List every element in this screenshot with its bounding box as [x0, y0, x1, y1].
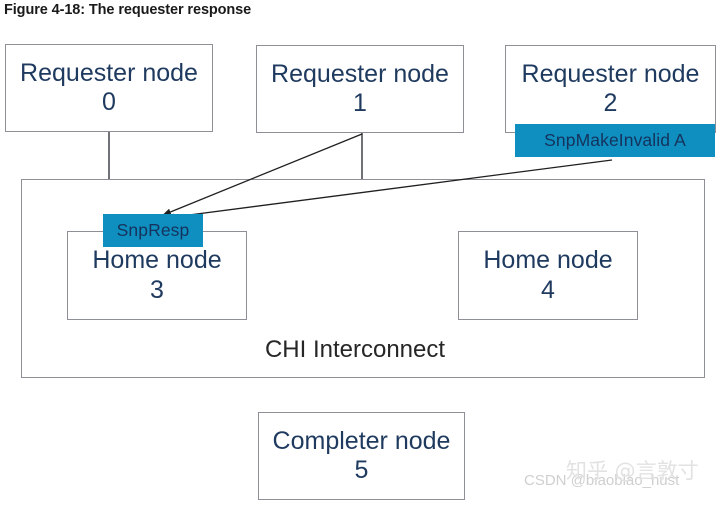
- connector-requester1-to-interconnect: [361, 133, 363, 180]
- node-label: Requester node: [271, 59, 449, 88]
- message-badge-label: SnpMakeInvalid A: [544, 130, 686, 150]
- message-badge-label: SnpResp: [116, 220, 190, 240]
- node-number: 3: [150, 275, 164, 304]
- node-label: Completer node: [272, 426, 451, 455]
- watermark-csdn: CSDN @biaobiao_hust: [524, 472, 680, 489]
- node-number: 4: [541, 275, 555, 304]
- node-label: Requester node: [20, 58, 198, 87]
- node-home-4[interactable]: Home node 4: [458, 231, 638, 320]
- node-requester-1[interactable]: Requester node 1: [256, 45, 464, 133]
- figure-caption: Figure 4-18: The requester response: [4, 2, 252, 18]
- node-number: 5: [354, 456, 369, 484]
- node-requester-2[interactable]: Requester node 2: [505, 45, 716, 133]
- node-number: 2: [603, 89, 618, 117]
- connector-requester0-to-interconnect: [108, 132, 110, 180]
- node-label: Home node: [92, 246, 222, 274]
- message-badge-snpmakeinvalid-a[interactable]: SnpMakeInvalid A: [515, 124, 715, 157]
- message-badge-snpresp[interactable]: SnpResp: [103, 214, 203, 247]
- node-requester-0[interactable]: Requester node 0: [5, 44, 213, 132]
- node-label: Home node: [483, 246, 613, 274]
- chi-interconnect-label: CHI Interconnect: [264, 336, 446, 363]
- node-label: Requester node: [521, 59, 700, 88]
- node-number: 0: [102, 88, 116, 116]
- node-number: 1: [353, 89, 367, 117]
- node-completer-5[interactable]: Completer node 5: [258, 412, 465, 500]
- watermark-zhihu: 知乎 @言敦寸: [566, 459, 699, 483]
